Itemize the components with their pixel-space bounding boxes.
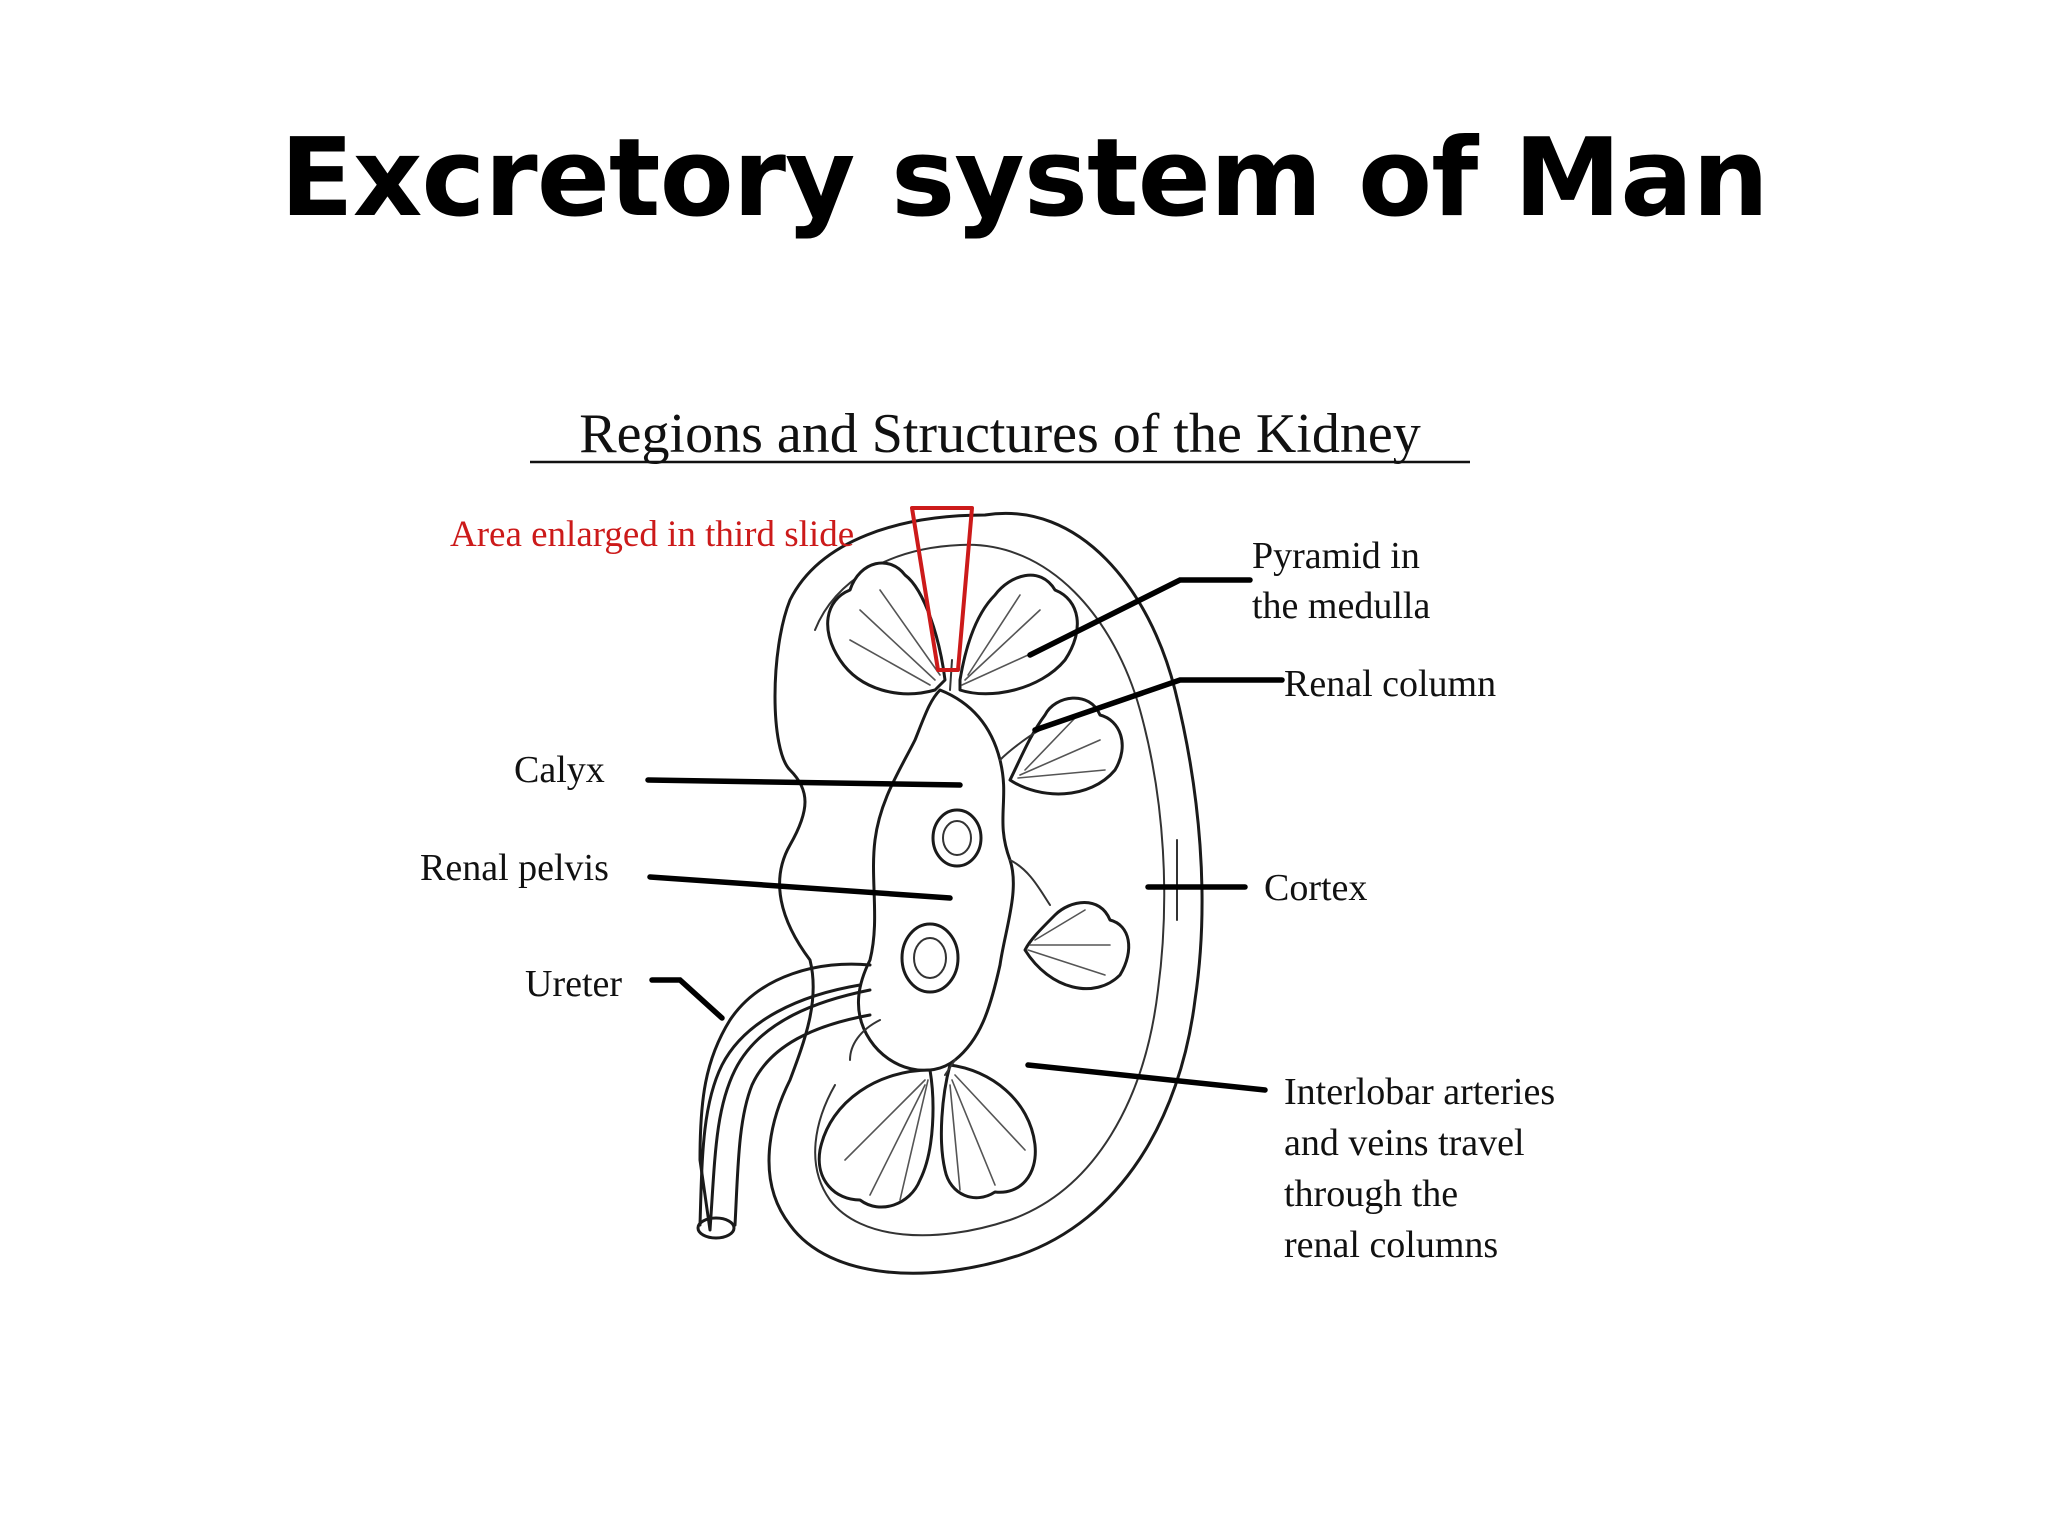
- label-interlobar-line4: renal columns: [1284, 1224, 1498, 1266]
- ureter-tube-inner: [698, 983, 862, 1227]
- kidney-capsule: [767, 511, 1204, 1275]
- renal-pelvis-outline: [856, 688, 1015, 1072]
- label-pyramid-line1: Pyramid in: [1252, 535, 1420, 577]
- label-calyx: Calyx: [514, 749, 605, 791]
- label-ureter: Ureter: [525, 963, 622, 1005]
- ureter-tube-outer: [733, 1013, 872, 1227]
- leader-calyx: [645, 777, 963, 788]
- pyramid-bottom-left: [817, 1068, 935, 1209]
- label-interlobar-line3: through the: [1284, 1173, 1458, 1215]
- vessel-upper: [931, 808, 983, 868]
- vessel-lower-inner: [913, 937, 947, 979]
- pyramid-striations: [844, 589, 1111, 1201]
- pyramid-bottom-right: [939, 1063, 1037, 1200]
- leader-interlobar: [1025, 1062, 1268, 1093]
- enlarged-area-label: Area enlarged in third slide: [450, 514, 854, 555]
- ureter-opening: [696, 1216, 736, 1240]
- slide-title: Excretory system of Man: [279, 116, 1769, 241]
- vessel-lower: [900, 922, 960, 994]
- label-cortex: Cortex: [1264, 867, 1367, 909]
- leader-renal-column: [1032, 677, 1285, 733]
- leader-lines: [645, 577, 1285, 1093]
- striation: [949, 1074, 1026, 1191]
- label-renal-column: Renal column: [1284, 663, 1496, 705]
- leader-renal-pelvis: [647, 874, 953, 901]
- pyramid-top-right: [958, 573, 1079, 696]
- diagram-heading: Regions and Structures of the Kidney: [579, 403, 1420, 465]
- label-renal-pelvis: Renal pelvis: [420, 847, 609, 889]
- medulla-pyramids: [817, 561, 1131, 1209]
- pyramid-right-upper: [1008, 696, 1124, 796]
- label-interlobar-line1: Interlobar arteries: [1284, 1071, 1555, 1113]
- cortex-boundary: [814, 543, 1166, 1237]
- kidney-illustration: [696, 511, 1204, 1275]
- striation: [1027, 909, 1111, 976]
- interlobar-vessels: [849, 659, 1051, 1076]
- vessel-upper-inner: [942, 820, 972, 856]
- striation: [1017, 717, 1106, 779]
- striation: [844, 1079, 929, 1201]
- leader-ureter: [649, 977, 725, 1021]
- ureter-tube: [698, 962, 872, 1232]
- enlarged-area-outline: [910, 506, 974, 672]
- striation: [849, 589, 941, 686]
- label-interlobar-line2: and veins travel: [1284, 1122, 1525, 1164]
- pyramid-top-left: [826, 561, 947, 696]
- label-pyramid-line2: the medulla: [1252, 585, 1430, 627]
- leader-pyramid: [1027, 577, 1253, 658]
